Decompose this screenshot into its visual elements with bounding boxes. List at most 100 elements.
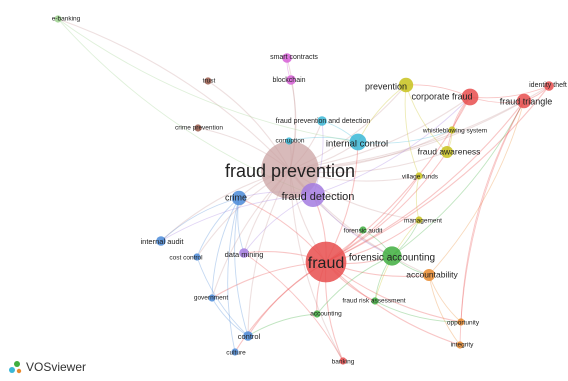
link-fraud-fraud_triangle [325,100,525,263]
node-accountability[interactable] [423,269,435,281]
node-label-opportunity[interactable]: opportunity [447,320,480,327]
node-label-government[interactable]: government [194,295,229,302]
link-fraud_detection-corporate_fraud [312,96,471,196]
link-forensic_accounting-accounting [316,255,393,315]
link-crime-government [211,197,240,299]
node-fraud-awareness[interactable] [441,146,453,158]
node-whistleblowing[interactable] [448,126,456,134]
node-forensic-accounting[interactable] [382,246,402,266]
node-label-e-banking[interactable]: e-banking [52,16,81,23]
node-internal-control[interactable] [349,133,367,151]
node-smart-contracts[interactable] [282,53,292,63]
node-label-internal-audit[interactable]: internal audit [141,237,185,246]
node-blockchain[interactable] [286,75,296,85]
link-accounting-control [247,313,318,337]
node-label-fraud[interactable]: fraud [308,255,344,272]
node-forensic-audit[interactable] [359,226,367,234]
link-accountability-integrity [428,274,461,346]
node-fraud[interactable] [305,241,347,283]
node-label-prevention[interactable]: prevention [365,81,407,91]
link-crime-internal_audit [160,197,240,242]
node-label-identity-theft[interactable]: identity theft [529,82,567,89]
node-label-crime[interactable]: crime [225,192,247,202]
node-label-village-funds[interactable]: village funds [402,174,439,181]
node-crime[interactable] [231,190,247,206]
node-control[interactable] [243,331,253,341]
link-fraud_triangle-integrity [459,100,525,346]
node-cost-control[interactable] [193,253,201,261]
link-banking-data_mining [243,252,344,362]
vosviewer-logo-icon [9,361,22,374]
node-label-accountability[interactable]: accountability [406,269,458,279]
node-label-blockchain[interactable]: blockchain [272,77,305,84]
node-prevention[interactable] [398,77,414,93]
link-prevention-village_funds [404,84,420,177]
node-corruption[interactable] [285,137,293,145]
node-trust[interactable] [204,77,212,85]
node-label-smart-contracts[interactable]: smart contracts [270,54,318,61]
link-prevention-fraud_awareness [405,84,448,153]
vosviewer-badge: VOSviewer [8,358,86,376]
link-fraud_prevention-fraud_triangle [289,100,525,171]
link-accountability-opportunity [428,274,462,323]
vosviewer-label: VOSviewer [26,360,87,374]
node-label-integrity[interactable]: integrity [451,342,475,349]
node-label-fraud-awareness[interactable]: fraud awareness [418,146,481,156]
node-label-internal-control[interactable]: internal control [326,139,388,150]
node-layer [54,15,554,365]
link-fraud-identity_theft [325,85,550,263]
node-government[interactable] [208,294,216,302]
link-forensic_accounting-fraud_triangle [391,100,525,257]
link-village_funds-management [415,175,420,221]
node-label-fraud-triangle[interactable]: fraud triangle [500,96,553,106]
node-fraud-risk[interactable] [371,297,379,305]
node-label-fpd[interactable]: fraud prevention and detection [276,118,371,125]
node-culture[interactable] [231,348,239,356]
node-internal-audit[interactable] [156,236,166,246]
node-banking[interactable] [339,357,347,365]
node-label-control[interactable]: control [238,332,261,341]
node-fpd[interactable] [317,116,327,126]
node-integrity[interactable] [456,341,464,349]
node-label-crime-prevention[interactable]: crime prevention [175,125,223,132]
link-fraud-corporate_fraud [325,96,471,263]
node-label-fraud-detection[interactable]: fraud detection [282,191,355,203]
node-crime-prevention[interactable] [194,124,202,132]
link-crime-culture [227,197,240,353]
node-label-fraud-prevention[interactable]: fraud prevention [225,161,355,181]
node-label-accounting[interactable]: accounting [310,311,342,318]
node-fraud-detection[interactable] [301,183,325,207]
link-accountability-fraud_triangle [428,100,525,276]
node-label-fraud-risk[interactable]: fraud risk assessment [342,298,405,305]
node-corporate-fraud[interactable] [461,88,479,106]
link-cost_control-control [196,256,249,337]
link-internal_control-whistleblowing [357,129,453,144]
node-label-forensic-audit[interactable]: forensic audit [344,228,383,235]
node-village-funds[interactable] [415,172,423,180]
node-label-whistleblowing[interactable]: whistleblowing system [422,128,487,135]
link-fraud_triangle-opportunity [460,100,525,323]
link-fraud_prevention-e_banking [57,18,291,171]
node-accounting[interactable] [313,310,321,318]
node-label-management[interactable]: management [404,218,442,225]
node-label-forensic-accounting[interactable]: forensic accounting [349,253,435,264]
node-label-corruption[interactable]: corruption [276,138,305,145]
node-label-data-mining[interactable]: data mining [225,250,264,259]
link-fraud_risk-opportunity [374,300,462,323]
node-label-banking[interactable]: banking [332,359,355,366]
node-fraud-triangle[interactable] [516,93,532,109]
node-e-banking[interactable] [54,15,62,23]
label-layer: fraud prevention fraud fraud detection fore… [52,16,567,366]
node-opportunity[interactable] [457,318,465,326]
node-fraud-prevention[interactable] [261,141,319,199]
link-crime-control [234,197,249,337]
node-label-corporate-fraud[interactable]: corporate fraud [411,91,472,101]
link-e_banking-internal_control [57,18,359,143]
node-label-trust[interactable]: trust [203,78,216,85]
node-label-cost-control[interactable]: cost control [169,255,203,262]
node-management[interactable] [415,216,423,224]
node-data-mining[interactable] [239,248,249,258]
node-label-culture[interactable]: culture [226,350,246,357]
node-identity-theft[interactable] [544,81,554,91]
